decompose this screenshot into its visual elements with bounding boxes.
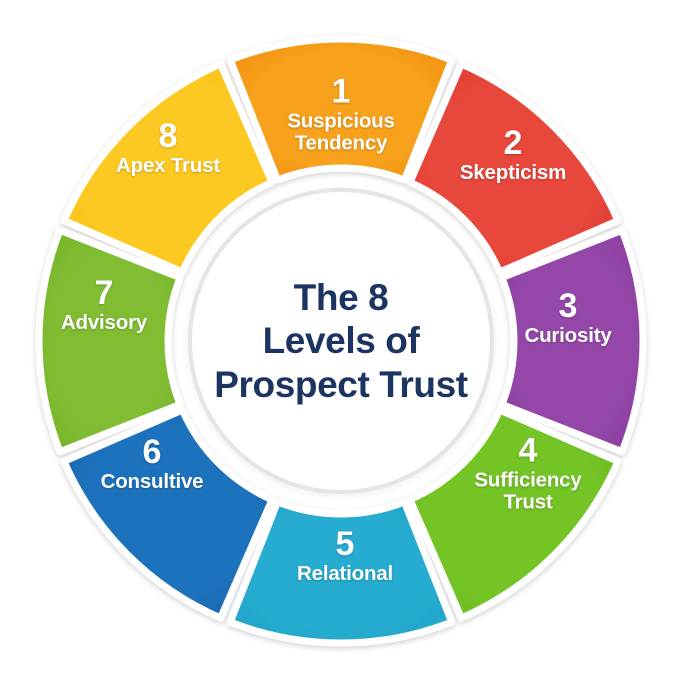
wheel-segment-advisory[interactable] xyxy=(35,226,184,456)
center-title-line3: Prospect Trust xyxy=(214,363,468,405)
wheel-segment-skepticism[interactable] xyxy=(406,60,622,276)
wheel-segment-apex-trust[interactable] xyxy=(60,60,276,276)
wheel-segment-relational[interactable] xyxy=(226,498,456,647)
center-title: The 8 Levels of Prospect Trust xyxy=(206,276,475,406)
wheel-segment-suspicious-tendency[interactable] xyxy=(226,35,456,184)
wheel-segment-sufficiency-trust[interactable] xyxy=(406,406,622,622)
center-title-line1: The 8 xyxy=(293,277,389,319)
wheel-segment-consultive[interactable] xyxy=(60,406,276,622)
center-title-line2: Levels of xyxy=(262,320,420,362)
wheel-segment-curiosity[interactable] xyxy=(498,226,647,456)
center-hub: The 8 Levels of Prospect Trust xyxy=(188,188,494,494)
